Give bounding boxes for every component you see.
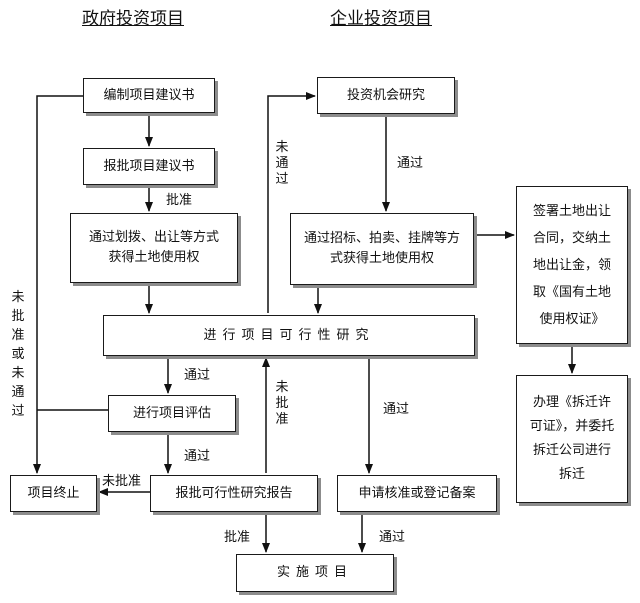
box-implement: 实施项目 bbox=[236, 554, 394, 592]
box-project-evaluation: 进行项目评估 bbox=[108, 395, 236, 432]
label-not-passed-top: 未通过 bbox=[275, 140, 289, 187]
label-passed-right: 通过 bbox=[383, 402, 410, 417]
label-not-approved-left-arrow: 未批准 bbox=[102, 474, 142, 489]
edge-study-to-research bbox=[267, 92, 316, 313]
box-ent-land: 通过招标、拍卖、挂牌等方式获得土地使用权 bbox=[290, 213, 474, 285]
box-apply-approval: 申请核准或登记备案 bbox=[337, 475, 497, 512]
box-land-contract: 签署土地出让合同，交纳土地出让金，领取《国有土地使用权证》 bbox=[516, 186, 628, 344]
label-not-approved-mid: 未批准 bbox=[275, 380, 289, 427]
box-submit-proposal: 报批项目建议书 bbox=[83, 148, 215, 185]
label-passed-evaluation: 通过 bbox=[184, 449, 211, 464]
box-feasibility-study: 进行项目可行性研究 bbox=[103, 315, 475, 356]
label-passed-study: 通过 bbox=[184, 368, 211, 383]
label-passed-research: 通过 bbox=[397, 156, 424, 171]
header-government: 政府投资项目 bbox=[82, 9, 184, 29]
box-investment-research: 投资机会研究 bbox=[317, 77, 455, 114]
box-demolition-permit: 办理《拆迁许可证》，并委托拆迁公司进行拆迁 bbox=[516, 375, 628, 503]
label-passed-bottom: 通过 bbox=[379, 530, 406, 545]
header-enterprise: 企业投资项目 bbox=[330, 9, 432, 29]
box-compile-proposal: 编制项目建议书 bbox=[83, 78, 215, 113]
label-not-approved-left: 未批准或未通过 bbox=[11, 290, 25, 419]
box-gov-land: 通过划拨、出让等方式获得土地使用权 bbox=[70, 213, 238, 283]
box-terminate: 项目终止 bbox=[10, 475, 97, 512]
box-submit-feasibility: 报批可行性研究报告 bbox=[150, 475, 318, 512]
edge-compile-to-terminate bbox=[33, 95, 83, 474]
label-approved-bottom: 批准 bbox=[224, 530, 251, 545]
label-approved-1: 批准 bbox=[166, 193, 193, 208]
